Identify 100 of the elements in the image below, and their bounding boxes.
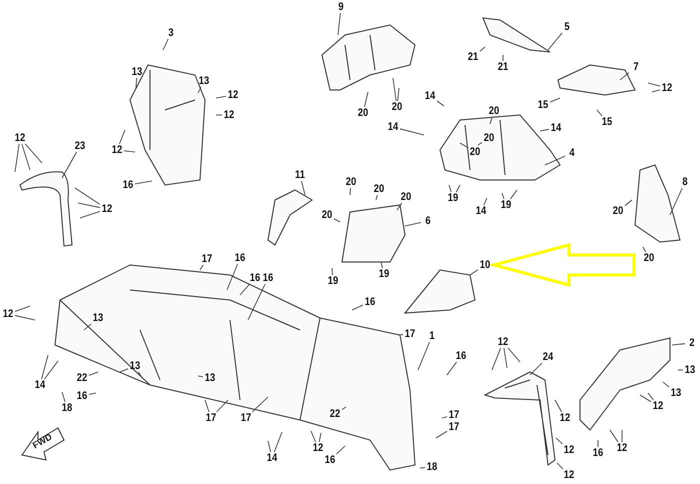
leader-line [310,430,316,442]
callout-number: 17 [201,253,213,265]
callout-number: 19 [378,268,390,280]
callout-number: 17 [205,412,217,424]
leader-line [14,315,36,320]
leader-line [338,12,341,36]
callout-number: 22 [329,408,341,420]
callout-number: 16 [455,350,467,362]
leader-line [80,210,100,218]
callout-number: 12 [661,82,673,94]
callout-number: 22 [76,372,88,384]
callout-number: 20 [400,191,412,203]
leader-line [24,144,42,164]
leader-line [162,38,169,50]
leader-line [478,142,482,146]
leader-line [120,368,128,372]
callout-number: 12 [652,400,664,412]
leader-line [556,462,564,470]
leader-line [508,348,520,362]
leader-line [336,446,346,454]
leader-line [342,406,346,410]
leader-line [400,128,424,136]
leader-line [483,198,488,206]
callout-number: 20 [345,176,357,188]
leader-line [456,184,460,192]
leader-line [84,324,92,330]
leader-line [510,190,518,200]
callout-number: 20 [483,132,495,144]
callout-number: 3 [165,27,177,39]
leader-line [620,72,630,80]
callout-number: 14 [34,379,46,391]
leader-line [540,128,550,132]
callout-number: 12 [227,89,239,101]
leader-line [252,396,268,412]
leader-line [274,432,282,452]
callout-number: 17 [448,421,460,433]
leader-line [392,78,397,102]
callout-number: 13 [684,364,696,376]
leader-line [352,304,364,310]
leader-line [380,262,383,268]
callout-number: 16 [122,179,134,191]
callout-number: 15 [601,116,613,128]
leader-line [544,156,566,166]
leader-line [364,92,368,108]
callout-number: 11 [294,169,306,181]
leader-line [398,334,404,336]
callout-number: 19 [327,275,339,287]
leader-line [548,32,562,50]
callout-number: 20 [643,252,655,264]
callout-number: 21 [467,51,479,63]
leader-line [550,98,560,103]
leader-line [480,46,486,52]
leader-line [662,382,670,388]
leader-line [74,188,100,205]
callout-number: 16 [592,447,604,459]
callout-number: 16 [364,296,376,308]
callout-number: 14 [550,122,562,134]
callout-number: 7 [630,61,642,73]
leader-line [436,430,448,438]
leader-line [448,184,452,192]
callout-number: 20 [488,105,500,117]
callout-number: 16 [324,454,336,466]
leader-line [470,269,478,276]
leader-line [436,100,444,106]
leader-line [502,192,504,200]
callout-number: 13 [198,75,210,87]
callout-number: 12 [2,308,14,320]
callout-number: 12 [312,442,324,454]
leader-line [642,246,646,252]
callout-number: 16 [76,390,88,402]
leader-line [610,430,618,442]
leader-line [88,392,96,395]
leader-line [672,343,686,346]
leader-line [216,400,228,412]
callout-number: 12 [616,442,628,454]
leader-line [200,264,204,270]
leader-line [138,372,142,378]
leader-line [652,89,660,92]
leader-line [198,86,202,94]
callout-number: 13 [129,360,141,372]
leader-line [268,440,271,452]
callout-number: 12 [563,444,575,456]
callout-number: 6 [422,215,434,227]
leader-line [62,152,78,178]
callout-number: 16 [234,252,246,264]
pointer-arrow [488,243,636,287]
callout-number: 16 [249,272,261,284]
leader-line [240,284,250,296]
callout-number: 24 [542,351,554,363]
leader-line [624,200,632,206]
leader-line [396,202,402,210]
leader-line [204,400,210,412]
callout-number: 12 [497,336,509,348]
leader-line [404,222,422,226]
leader-line [350,188,351,196]
leader-line [442,416,448,418]
callout-number: 18 [426,461,438,473]
leader-line [301,180,306,196]
callout-number: 12 [111,144,123,156]
callout-number: 1 [426,330,438,342]
